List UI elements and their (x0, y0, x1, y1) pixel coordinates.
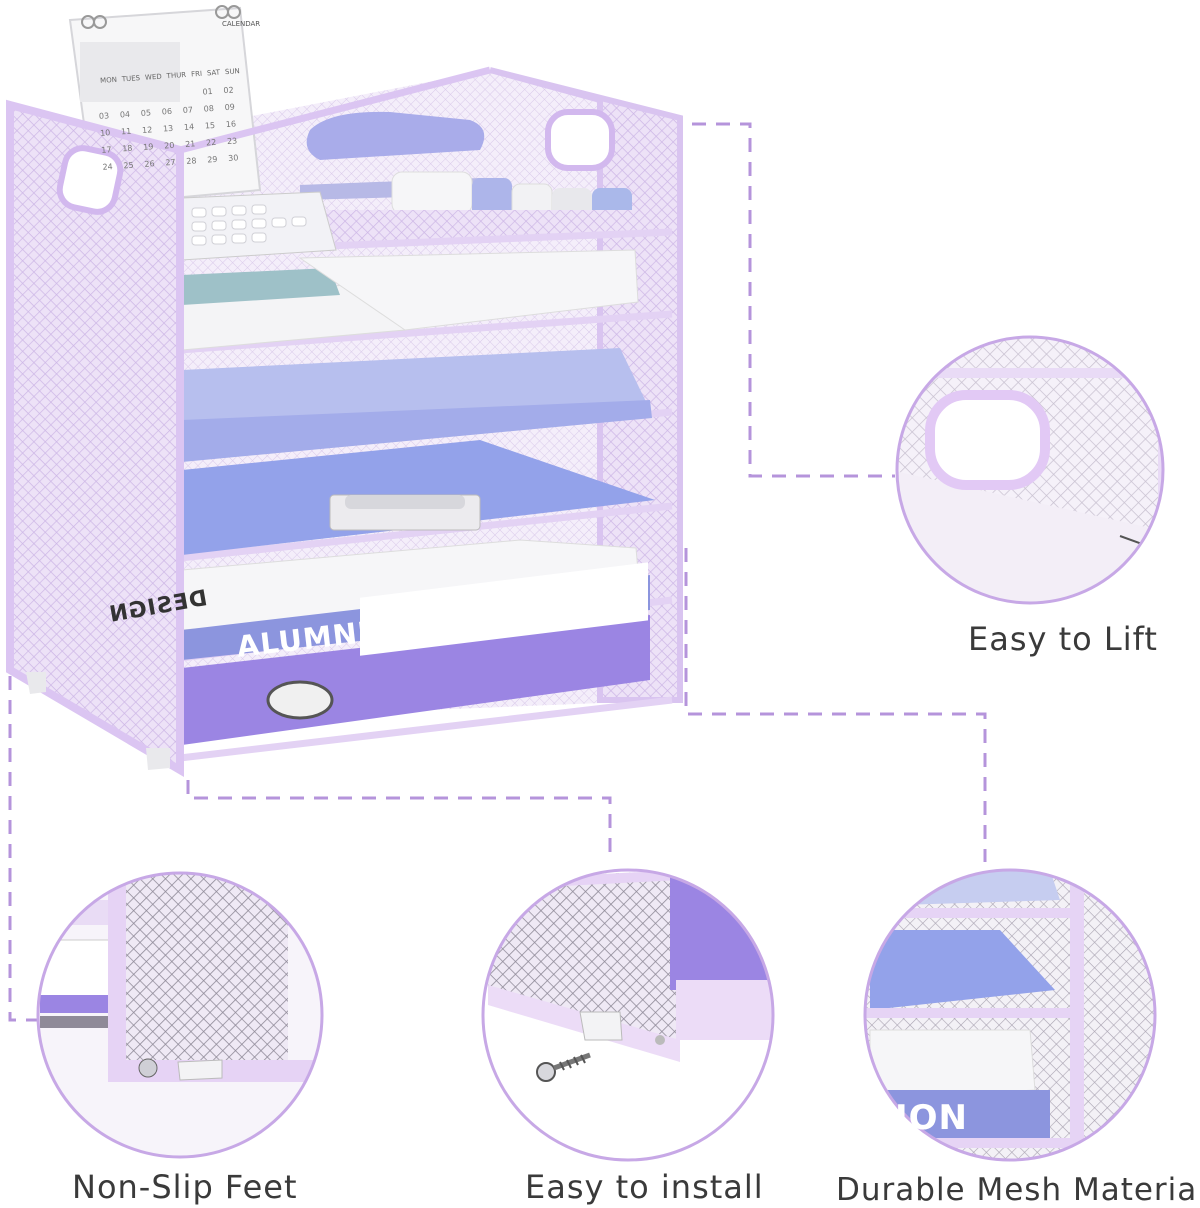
calendar-header: CALENDAR (222, 20, 261, 28)
calculator (181, 191, 337, 261)
mesh-detail-binder-text: ION (895, 1098, 969, 1138)
caption-non-slip-feet: Non-Slip Feet (72, 1168, 298, 1206)
bottom-binder-shelf-6 (182, 562, 650, 745)
caption-easy-to-lift: Easy to Lift (968, 620, 1158, 658)
caption-easy-to-install: Easy to install (525, 1168, 764, 1206)
folders-shelf-3 (182, 348, 652, 462)
screw (536, 1052, 591, 1082)
papers-shelf-2 (181, 249, 639, 351)
caption-durable-mesh: Durable Mesh Material (836, 1172, 1200, 1208)
clipboard-folder-shelf-4 (182, 440, 655, 555)
marker-set (391, 171, 632, 224)
